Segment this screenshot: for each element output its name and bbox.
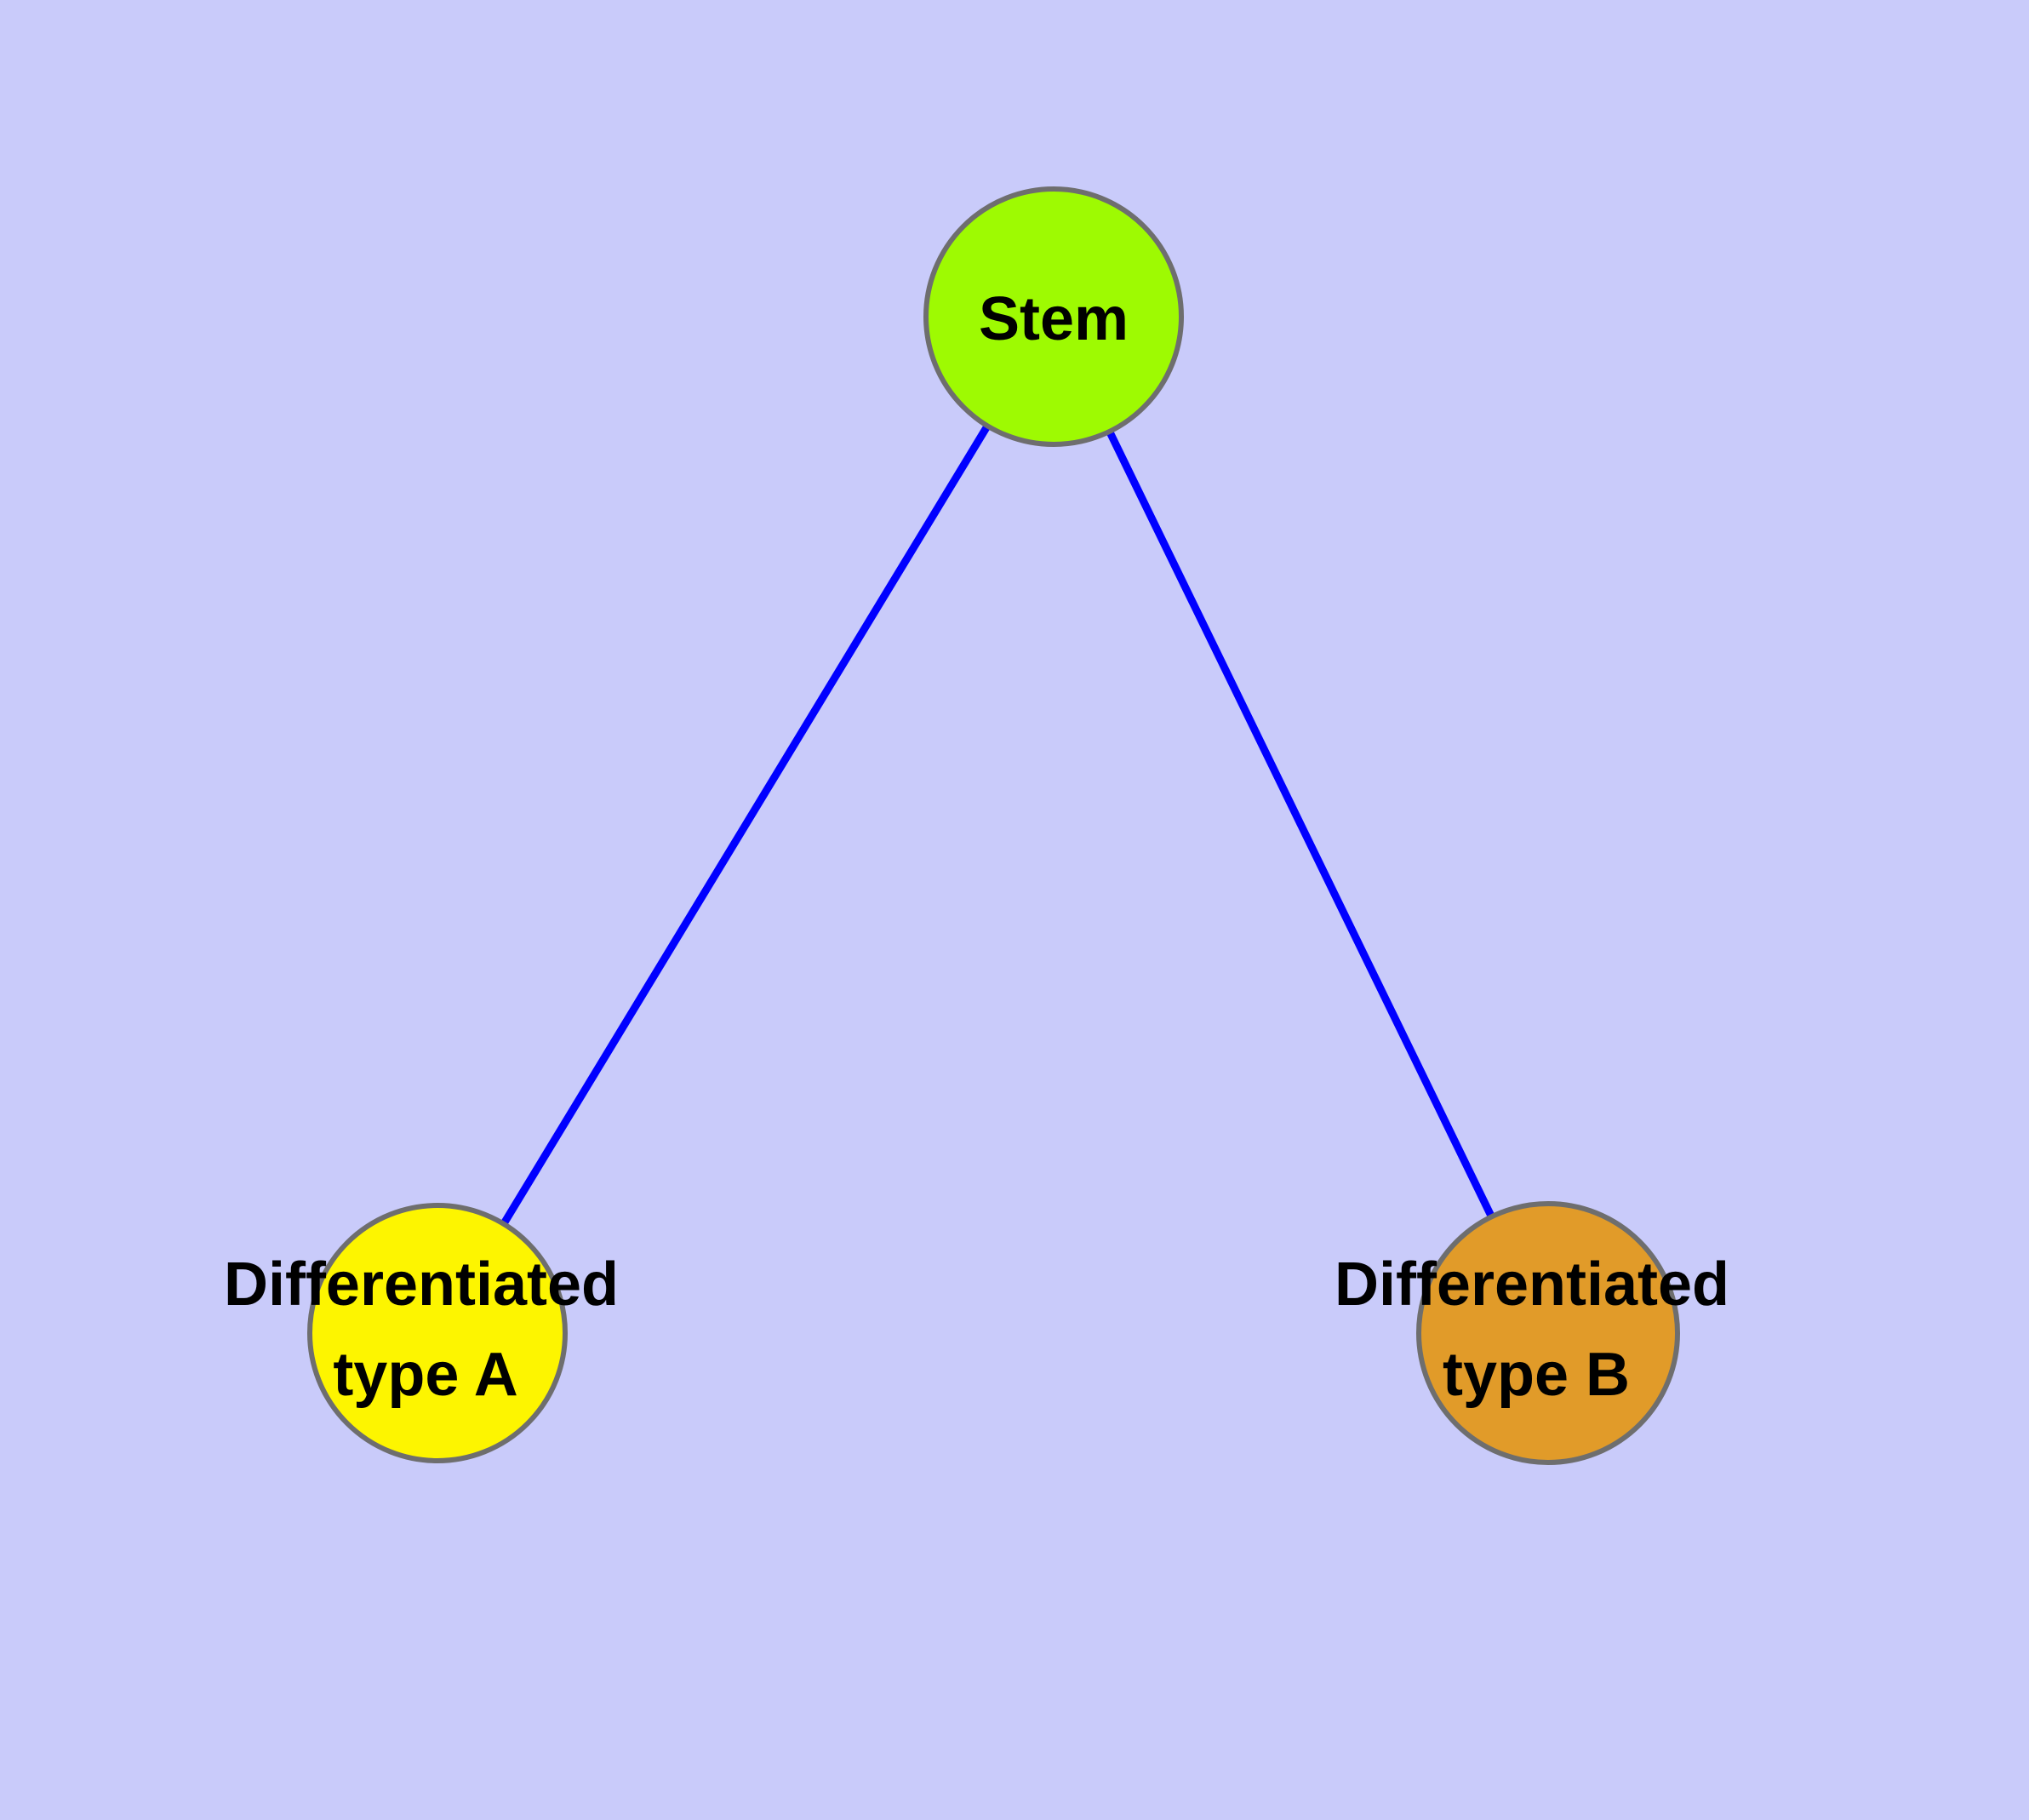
node-stem-circle[interactable]	[923, 186, 1184, 447]
node-differentiated-type-a-label-line1: Differentiated	[224, 1251, 619, 1319]
edge-stem-to-differentiated-type-a[interactable]	[499, 422, 992, 1228]
node-differentiated-type-b-label-line2: type B	[1443, 1341, 1630, 1409]
edge-layer	[499, 422, 1496, 1228]
node-differentiated-type-a-circle[interactable]	[307, 1203, 568, 1463]
node-differentiated-type-a[interactable]	[307, 1203, 568, 1463]
node-differentiated-type-a-label-line2: type A	[333, 1341, 517, 1409]
node-differentiated-type-b-circle[interactable]	[1416, 1201, 1680, 1465]
node-layer	[307, 186, 1680, 1465]
label-layer: Stem Differentiated type A Differentiate…	[224, 285, 1729, 1409]
node-stem-label: Stem	[979, 285, 1129, 353]
node-stem[interactable]	[923, 186, 1184, 447]
edge-stem-to-differentiated-type-b[interactable]	[1105, 428, 1496, 1221]
node-differentiated-type-b-label-line1: Differentiated	[1335, 1251, 1729, 1319]
node-differentiated-type-b[interactable]	[1416, 1201, 1680, 1465]
